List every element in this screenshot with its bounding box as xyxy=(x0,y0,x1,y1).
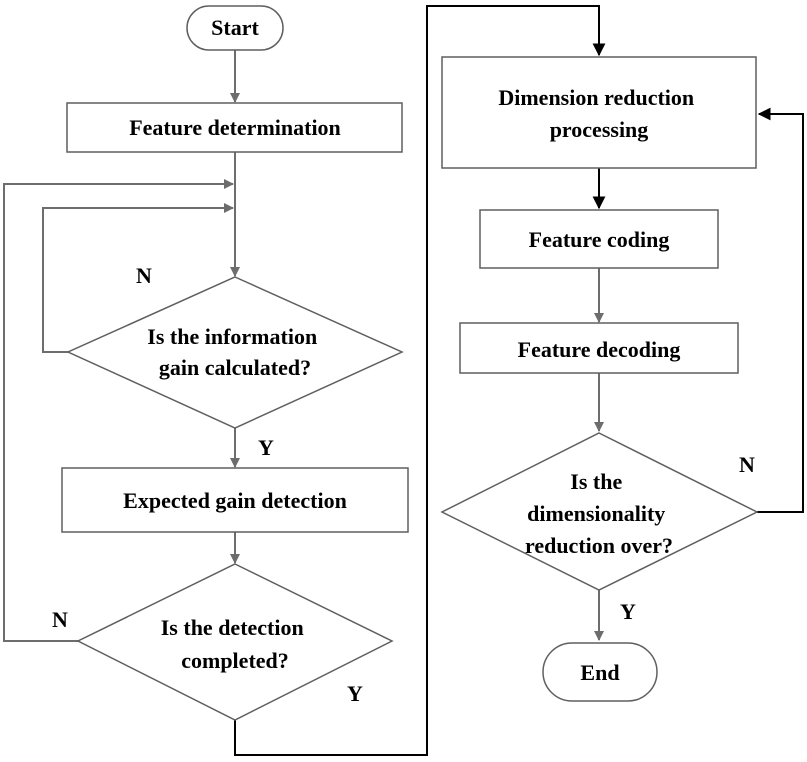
node-feature-coding: Feature coding xyxy=(479,209,719,269)
expected-gain-box xyxy=(61,467,409,533)
detection-question-line-2: completed? xyxy=(181,648,289,673)
feature-determination-box xyxy=(66,102,403,153)
detection-question-line-1: Is the detection xyxy=(161,615,304,640)
node-info-gain-decision: Is the information gain calculated? xyxy=(66,276,404,429)
branch-labels: N Y N Y N Y xyxy=(52,263,755,706)
expected-gain-label: Expected gain detection xyxy=(123,488,347,513)
node-dimension-reduction: Dimension reduction processing xyxy=(441,56,757,169)
start-terminal-shape xyxy=(186,5,284,51)
feature-decoding-box xyxy=(459,322,739,374)
info-gain-question-line-1: Is the information xyxy=(147,324,317,349)
info-gain-diamond xyxy=(66,276,404,429)
info-gain-question: Is the information gain calculated? xyxy=(147,324,322,380)
node-expected-gain-detection: Expected gain detection xyxy=(61,467,409,533)
node-detection-decision: Is the detection completed? xyxy=(76,563,394,721)
dim-over-no-label: N xyxy=(739,452,755,477)
node-dim-over-decision: Is the dimensionality reduction over? xyxy=(440,432,759,591)
dim-reduction-label-line-1: Dimension reduction xyxy=(498,85,694,110)
connector-dim-over-no-loop xyxy=(757,107,804,513)
info-gain-question-line-2: gain calculated? xyxy=(159,355,311,380)
node-feature-determination: Feature determination xyxy=(66,102,403,153)
dim-over-yes-label: Y xyxy=(620,599,636,624)
end-label: End xyxy=(580,660,619,685)
feature-coding-box xyxy=(479,209,719,269)
feature-decoding-label: Feature decoding xyxy=(518,337,681,362)
connector-detection-yes-to-dim-reduction xyxy=(234,5,606,756)
connectors-black xyxy=(234,5,804,756)
dim-over-question-line-1: Is the xyxy=(570,469,622,494)
connector-info-gain-no-loop xyxy=(42,203,234,353)
info-gain-no-label: N xyxy=(136,263,152,288)
connectors-left xyxy=(3,50,240,642)
dim-reduction-label: Dimension reduction processing xyxy=(498,85,699,142)
detection-no-label: N xyxy=(52,607,68,632)
connector-detection-no-loop xyxy=(3,179,234,642)
feature-determination-label: Feature determination xyxy=(129,115,341,140)
node-feature-decoding: Feature decoding xyxy=(459,322,739,374)
node-start: Start xyxy=(186,5,284,51)
dim-over-question: Is the dimensionality reduction over? xyxy=(525,469,673,558)
detection-diamond xyxy=(76,563,394,721)
dim-over-diamond xyxy=(440,432,759,591)
dim-reduction-box xyxy=(441,56,757,169)
info-gain-yes-label: Y xyxy=(258,435,274,460)
detection-question: Is the detection completed? xyxy=(161,615,309,673)
end-terminal-shape xyxy=(542,642,658,702)
dim-over-question-line-3: reduction over? xyxy=(525,533,673,558)
node-end: End xyxy=(542,642,658,702)
dim-over-question-line-2: dimensionality xyxy=(527,501,665,526)
detection-yes-label: Y xyxy=(347,681,363,706)
dim-reduction-label-line-2: processing xyxy=(550,117,649,142)
feature-coding-label: Feature coding xyxy=(529,227,670,252)
start-label: Start xyxy=(211,15,259,40)
